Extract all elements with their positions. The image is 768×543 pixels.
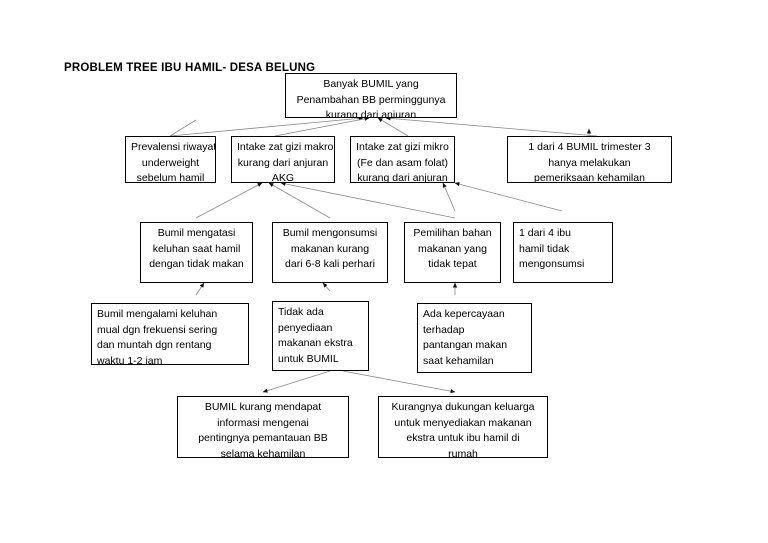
node-line: pemeriksaan kehamilan (534, 172, 645, 183)
node-line: keluhan saat hamil (152, 242, 241, 255)
node-line: Ada kepercayaan (423, 308, 505, 320)
node-line: saat kehamilan (423, 354, 494, 367)
node-prevalensi-riwayat-underweight[interactable]: Prevalensi riwayat underweight sebelum h… (125, 136, 216, 183)
node-line: kurang dari anjuran (237, 156, 329, 169)
node-line: dari 6-8 kali perhari (285, 258, 375, 270)
node-line: waktu 1-2 jam (97, 354, 163, 365)
node-line: (Fe dan asam folat) (356, 156, 449, 169)
node-line: untuk BUMIL (278, 352, 339, 365)
node-line: tidak tepat (428, 258, 477, 270)
node-line: hamil tidak (519, 242, 570, 255)
node-line: makanan yang (418, 242, 487, 255)
node-line: kurang dari anjuran (325, 109, 417, 118)
node-line: dengan tidak makan (149, 258, 244, 270)
node-line: Bumil mengonsumsi (282, 227, 378, 239)
node-pemilihan-bahan-makanan[interactable]: Pemilihan bahan makanan yang tidak tepat (404, 222, 501, 283)
node-line: ekstra untuk ibu hamil di (406, 432, 520, 444)
node-bumil-mengonsumsi-makanan-kurang[interactable]: Bumil mengonsumsi makanan kurang dari 6-… (272, 222, 388, 283)
node-line: Bumil mengatasi (157, 227, 236, 239)
node-line: pentingnya pemantauan BB (198, 432, 328, 444)
node-line: 1 dari 4 ibu (519, 227, 571, 239)
node-line: Intake zat gizi makro (237, 141, 334, 153)
node-line: rumah (448, 447, 478, 458)
node-line: Prevalensi riwayat (131, 141, 216, 153)
node-line: selama kehamilan (220, 447, 306, 458)
node-kurangnya-dukungan-keluarga[interactable]: Kurangnya dukungan keluarga untuk menyed… (378, 396, 548, 458)
node-line: Bumil mengalami keluhan (97, 308, 218, 320)
node-ibu-hamil-tidak-mengonsumsi[interactable]: 1 dari 4 ibu hamil tidak mengonsumsi (513, 222, 613, 283)
node-line: penyediaan (278, 321, 333, 334)
node-line: makanan ekstra (278, 337, 353, 349)
node-bumil-mual-muntah[interactable]: Bumil mengalami keluhan mual dgn frekuen… (91, 303, 249, 365)
node-line: mual dgn frekuensi sering (97, 323, 218, 336)
node-line: kurang dari anjuran (357, 172, 448, 183)
node-line: 1 dari 4 BUMIL trimester 3 (528, 141, 651, 153)
node-line: Kurangnya dukungan keluarga (391, 401, 535, 413)
node-line: AKG (271, 172, 295, 183)
page-title: PROBLEM TREE IBU HAMIL- DESA BELUNG (64, 62, 316, 74)
node-intake-zat-gizi-makro[interactable]: Intake zat gizi makro kurang dari anjura… (231, 136, 335, 183)
node-bumil-mengatasi-keluhan[interactable]: Bumil mengatasi keluhan saat hamil denga… (140, 222, 253, 283)
node-ada-kepercayaan-pantangan-makan[interactable]: Ada kepercayaan terhadap pantangan makan… (417, 303, 532, 373)
node-line: untuk menyediakan makanan (394, 416, 532, 429)
node-line: Penambahan BB perminggunya (296, 93, 446, 106)
node-line: dan muntah dgn rentang (97, 339, 212, 351)
node-line: Banyak BUMIL yang (323, 78, 419, 90)
node-line: pantangan makan (423, 339, 508, 351)
node-line: Intake zat gizi mikro (356, 141, 449, 153)
node-intake-zat-gizi-mikro[interactable]: Intake zat gizi mikro (Fe dan asam folat… (350, 136, 455, 183)
node-line: Pemilihan bahan (413, 227, 492, 239)
node-line: terhadap (423, 323, 465, 336)
node-line: makanan kurang (290, 242, 370, 255)
node-bumil-trimester-3-pemeriksaan[interactable]: 1 dari 4 BUMIL trimester 3 hanya melakuk… (507, 136, 672, 183)
node-line: BUMIL kurang mendapat (204, 401, 322, 413)
node-line: hanya melakukan (548, 156, 631, 169)
node-line: Tidak ada (278, 306, 324, 318)
node-line: informasi mengenai (217, 416, 309, 429)
node-tidak-ada-penyediaan-makanan-ekstra[interactable]: Tidak ada penyediaan makanan ekstra untu… (272, 301, 369, 371)
node-line: mengonsumsi (519, 258, 585, 270)
node-line: sebelum hamil (136, 172, 205, 183)
node-bumil-kurang-informasi-pemantauan-bb[interactable]: BUMIL kurang mendapat informasi mengenai… (177, 396, 349, 458)
node-banyak-bumil-penambahan-bb[interactable]: Banyak BUMIL yang Penambahan BB permingg… (285, 73, 457, 118)
node-line: underweight (141, 156, 200, 169)
